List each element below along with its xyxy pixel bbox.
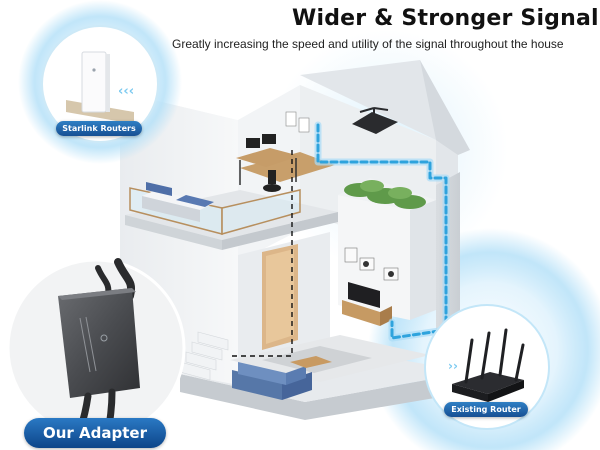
ethernet-adapter-icon — [58, 258, 140, 436]
internal-route-dashes — [232, 150, 293, 357]
house-cutaway — [120, 60, 470, 420]
wifi-router-icon: ›› — [448, 328, 525, 402]
svg-text:››: ›› — [448, 359, 458, 373]
satellite-dish-icon — [352, 107, 398, 134]
our-adapter-label: Our Adapter — [24, 418, 166, 448]
existing-router-label: Existing Router — [444, 402, 528, 417]
page-title: Wider & Stronger Signal — [292, 6, 599, 31]
page-subtitle: Greatly increasing the speed and utility… — [172, 37, 564, 51]
desk — [236, 134, 300, 192]
svg-text:‹‹‹: ‹‹‹ — [118, 84, 134, 99]
starlink-router-icon: ‹‹‹ — [66, 51, 134, 124]
sofa — [232, 362, 312, 400]
router-callout-circle — [424, 304, 550, 430]
bed — [142, 182, 214, 222]
starlink-routers-label: Starlink Routers — [56, 121, 142, 136]
signal-cable-path — [314, 121, 450, 342]
